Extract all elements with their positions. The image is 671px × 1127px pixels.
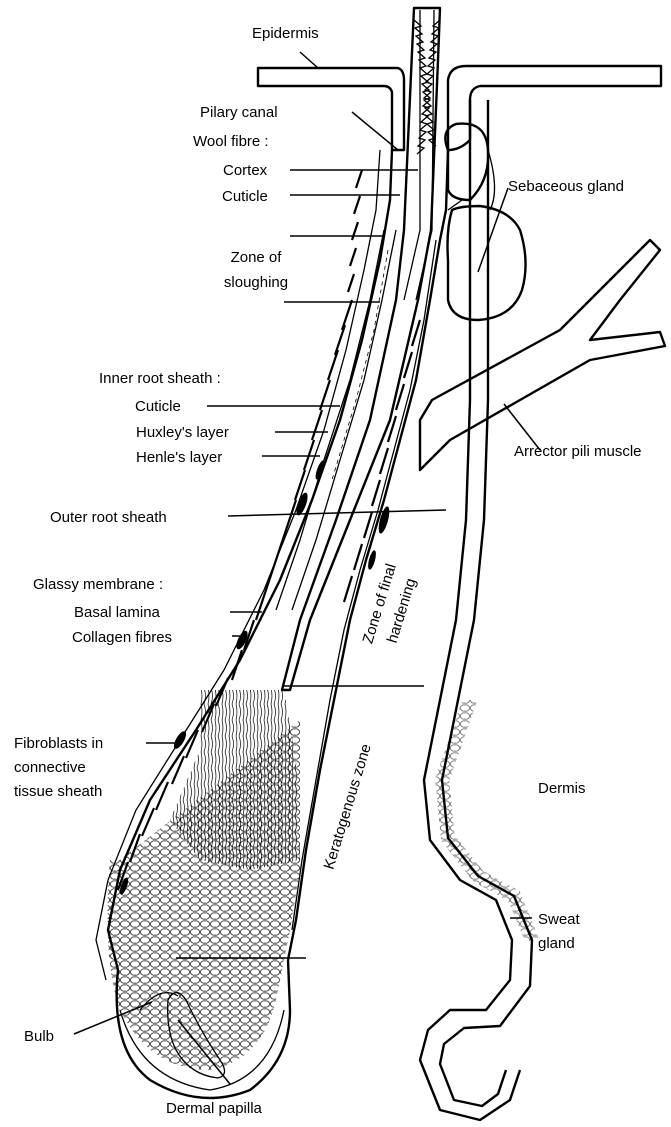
- label-wool-fibre: Wool fibre :: [193, 133, 269, 150]
- label-cuticle-fibre: Cuticle: [222, 188, 268, 205]
- arrector-pili-muscle: [420, 240, 665, 470]
- label-inner-root-sheath: Inner root sheath :: [99, 370, 221, 387]
- label-huxley: Huxley's layer: [136, 424, 229, 441]
- label-pilary-canal: Pilary canal: [200, 104, 278, 121]
- label-sebaceous-gland: Sebaceous gland: [508, 178, 624, 195]
- label-outer-root-sheath: Outer root sheath: [50, 509, 167, 526]
- epidermis-right: [448, 66, 661, 150]
- label-bulb: Bulb: [24, 1028, 54, 1045]
- label-fibroblasts-3: tissue sheath: [14, 783, 102, 800]
- label-epidermis: Epidermis: [252, 25, 319, 42]
- label-henle: Henle's layer: [136, 449, 222, 466]
- label-keratogenous-zone: Keratogenous zone: [321, 742, 375, 871]
- label-glassy-membrane: Glassy membrane :: [33, 576, 163, 593]
- label-dermis: Dermis: [538, 780, 586, 797]
- label-zone-sloughing-2: sloughing: [224, 274, 288, 291]
- label-collagen-fibres: Collagen fibres: [72, 629, 172, 646]
- label-fibroblasts-1: Fibroblasts in: [14, 735, 103, 752]
- label-cortex: Cortex: [223, 162, 268, 179]
- label-basal-lamina: Basal lamina: [74, 604, 161, 621]
- bulb: [108, 690, 300, 1098]
- label-sweat-gland-1: Sweat: [538, 911, 581, 928]
- label-zone-sloughing-1: Zone of: [231, 249, 283, 266]
- label-sweat-gland-2: gland: [538, 935, 575, 952]
- sebaceous-gland: [445, 124, 525, 320]
- label-dermal-papilla: Dermal papilla: [166, 1100, 263, 1117]
- label-cuticle-irs: Cuticle: [135, 398, 181, 415]
- label-arrector-pili: Arrector pili muscle: [514, 443, 642, 460]
- label-fibroblasts-2: connective: [14, 759, 86, 776]
